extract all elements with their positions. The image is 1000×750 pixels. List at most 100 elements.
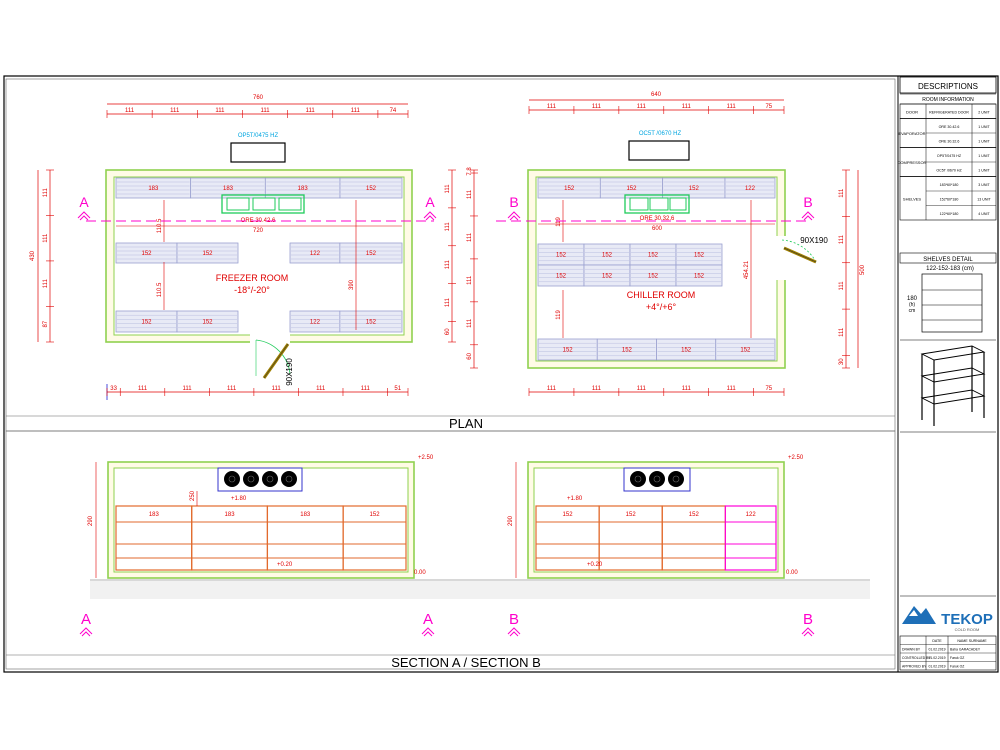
sig-header-name: NAME SURNAME — [957, 639, 987, 643]
shelf-height-value: 180 — [907, 296, 918, 302]
plan-title: PLAN — [449, 416, 483, 431]
section-a-shelf-level: +1.80 — [231, 496, 247, 502]
desc-group-label: SHELVES — [903, 196, 921, 201]
desc-item-qty: 1 UNIT — [978, 125, 990, 129]
chiller-depth-dim: 454.21 — [744, 260, 750, 279]
logo-name: TEKOP — [941, 611, 993, 628]
section-a-fan-icon-hub — [228, 475, 236, 483]
chiller-right-dim-label: 111 — [839, 188, 845, 198]
desc-item-qty: 1 UNIT — [978, 168, 990, 172]
freezer-shelf — [339, 177, 403, 199]
sig-role: CONTROLLED BY — [902, 656, 931, 660]
freezer-shelf-label: 122 — [310, 251, 321, 257]
freezer-top-dim-label: 111 — [125, 108, 135, 114]
chiller-evap-label: ORE 30.32.6 — [640, 216, 675, 222]
freezer-shelf-label: 183 — [148, 186, 159, 192]
freezer-bottom-dim-label: 111 — [272, 386, 282, 392]
section-b-fan-icon-hub — [672, 475, 680, 483]
freezer-evaporator — [221, 194, 305, 214]
chiller-right-dim-label: 111 — [839, 327, 845, 337]
chiller-marker-b-left: B — [509, 194, 518, 210]
chiller-left-dim-label: 7.8 — [467, 167, 473, 176]
chiller-shelf-label: 152 — [681, 348, 692, 354]
chiller-shelf-label: 152 — [602, 274, 613, 280]
desc-item-name: OP5T/0475 HZ — [937, 154, 962, 158]
desc-item-name: REFRIGERATED DOOR — [929, 110, 969, 114]
section-b-shelf-label: 152 — [626, 512, 637, 518]
freezer-condensing-unit — [230, 142, 286, 163]
chiller-shelf-label: 152 — [563, 348, 574, 354]
section-b-floor-level: +0.20 — [587, 562, 603, 568]
section-a-fan-icon — [224, 471, 240, 487]
freezer-door-dim: 90X190 — [285, 358, 294, 386]
chiller-top-dim-label: 111 — [592, 104, 602, 110]
freezer-room-temp: -18°/-20° — [234, 285, 270, 295]
freezer-top-dim-label: 111 — [260, 108, 270, 114]
section-b-fan-icon — [630, 471, 646, 487]
shelf-front-drawing — [921, 273, 983, 333]
sig-name: Faruk OZ — [950, 665, 964, 669]
section-b-shelf-label: 152 — [563, 512, 574, 518]
freezer-gap2-dim: 110.5 — [157, 282, 163, 297]
chiller-overall-dim: 640 — [651, 92, 662, 98]
freezer-left-dim-label: 87 — [43, 320, 49, 327]
freezer-inner-dim: 720 — [253, 228, 264, 234]
freezer-bottom-dim-label: 33 — [110, 386, 117, 392]
section-b-shelf-label: 122 — [746, 512, 757, 518]
chiller-room-temp: +4°/+6° — [646, 302, 677, 312]
section-b-fan-icon-hub — [653, 475, 661, 483]
section-b-marker-right: B — [803, 611, 813, 628]
freezer-shelf — [176, 242, 239, 264]
freezer-gap1-dim: 110.5 — [157, 218, 163, 233]
chiller-inner-dim: 600 — [652, 226, 663, 232]
freezer-bottom-dim-label: 111 — [183, 386, 193, 392]
chiller-top-dim-label: 111 — [547, 104, 557, 110]
section-a-shelf-label: 183 — [225, 512, 236, 518]
chiller-shelf-label: 152 — [648, 253, 659, 259]
desc-item-name: OC5T /0670 HZ — [936, 168, 962, 172]
section-a-shelf-label: 152 — [370, 512, 381, 518]
chiller-bottom-dim-label: 111 — [592, 386, 602, 392]
chiller-bottom-dim-label: 111 — [637, 386, 647, 392]
freezer-shelf-label: 152 — [141, 320, 152, 326]
section-a-marker-right: A — [423, 611, 433, 628]
chiller-top-dim-label: 111 — [637, 104, 647, 110]
shelves-dims: 122-152-183 (cm) — [926, 266, 974, 272]
freezer-bottom-dim-label: 111 — [316, 386, 326, 392]
chiller-room-name: CHILLER ROOM — [627, 290, 696, 300]
desc-item-qty: 1 UNIT — [978, 154, 990, 158]
desc-item-qty: 1 UNIT — [978, 139, 990, 143]
freezer-marker-a-right: A — [425, 194, 435, 210]
desc-item-qty: 13 UNIT — [977, 197, 991, 201]
chiller-right-dim-label: 111 — [839, 281, 845, 291]
desc-group-label: EVAPORATOR — [898, 131, 925, 136]
sheet-border — [3, 75, 999, 673]
freezer-shelf — [339, 310, 403, 333]
freezer-depth-dim: 390 — [349, 279, 355, 290]
sig-name: Faruk OZ — [950, 656, 964, 660]
freezer-marker-a-left: A — [79, 194, 89, 210]
freezer-right-dim-label: 60 — [445, 328, 451, 335]
chiller-gap2-dim: 119 — [556, 310, 562, 320]
freezer-shelf-label: 152 — [366, 320, 377, 326]
sig-header-date: DATE — [932, 639, 942, 643]
freezer-left-dim-label: 111 — [43, 233, 49, 243]
freezer-shelf — [176, 310, 239, 333]
freezer-right-dim-label: 111 — [445, 184, 451, 194]
chiller-shelf-label: 152 — [602, 253, 613, 259]
section-a-ground: 0.00 — [414, 570, 426, 576]
desc-item-qty: 4 UNIT — [978, 212, 990, 216]
desc-item-name: 152*60*180 — [940, 197, 959, 201]
section-b-shelf-label: 152 — [689, 512, 700, 518]
section-b-shelf — [724, 505, 777, 571]
chiller-shelf-label: 152 — [622, 348, 633, 354]
freezer-room-name: FREEZER ROOM — [216, 273, 289, 283]
section-a-fan-icon-hub — [266, 475, 274, 483]
chiller-top-dim-label: 75 — [765, 104, 772, 110]
freezer-right-dim-label: 111 — [445, 259, 451, 269]
desc-item-qty: 3 UNIT — [978, 183, 990, 187]
chiller-left-dim-label: 111 — [467, 189, 473, 199]
